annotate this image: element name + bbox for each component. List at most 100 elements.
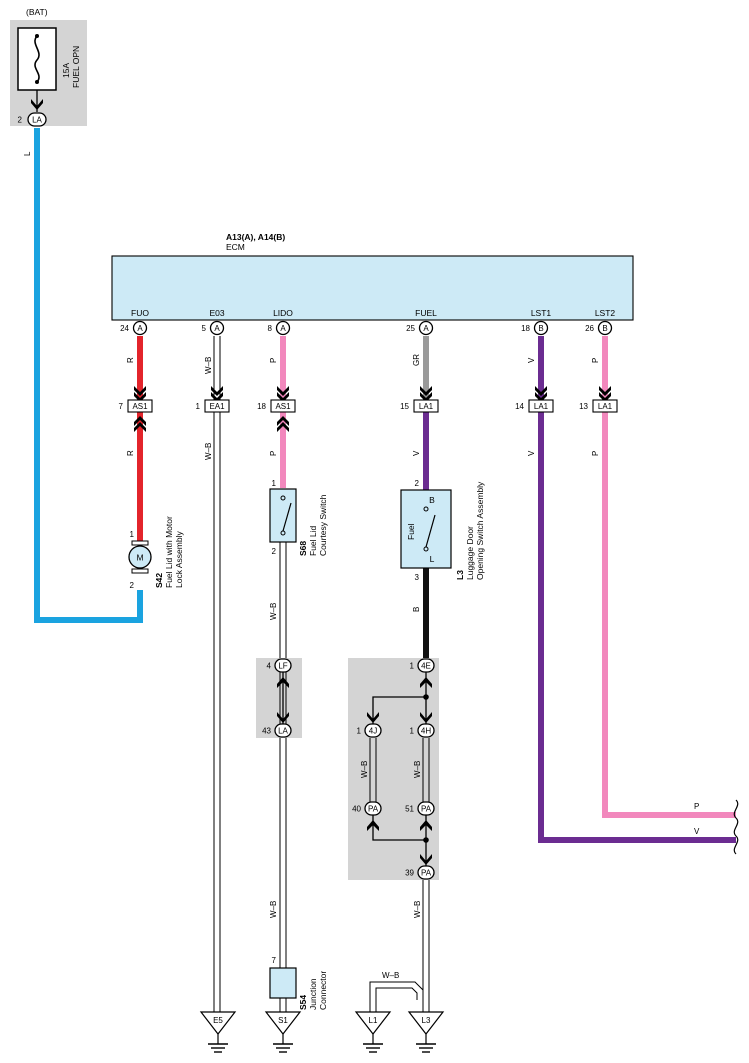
splice-dot-pa bbox=[423, 837, 429, 843]
ecm-pin-fuo: FUO A 24 bbox=[120, 308, 149, 336]
svg-text:LST1: LST1 bbox=[531, 308, 552, 318]
svg-text:L3: L3 bbox=[455, 570, 465, 580]
wire-label: V bbox=[412, 450, 421, 456]
wire-label: V bbox=[527, 357, 536, 363]
svg-text:S54: S54 bbox=[298, 995, 308, 1010]
courtesy-switch: 1 2 S68 Fuel Lid Courtesy Switch bbox=[269, 479, 328, 556]
wire-label-p-right: P bbox=[694, 802, 699, 811]
wire-label-l: L bbox=[23, 151, 32, 156]
wire-label: W–B bbox=[204, 357, 213, 374]
svg-text:AS1: AS1 bbox=[132, 402, 148, 411]
svg-text:S42: S42 bbox=[154, 573, 164, 588]
svg-text:7: 7 bbox=[119, 402, 124, 411]
ecm-pin-fuel: FUEL A 25 bbox=[406, 308, 437, 336]
svg-text:PA: PA bbox=[368, 805, 379, 814]
svg-text:4J: 4J bbox=[369, 727, 377, 736]
svg-text:PA: PA bbox=[421, 805, 432, 814]
svg-text:L1: L1 bbox=[369, 1016, 378, 1025]
wire-label: GR bbox=[412, 354, 421, 366]
svg-text:LA1: LA1 bbox=[598, 402, 613, 411]
svg-text:PA: PA bbox=[421, 869, 432, 878]
svg-text:2: 2 bbox=[272, 547, 277, 556]
svg-text:24: 24 bbox=[120, 324, 129, 333]
svg-text:14: 14 bbox=[515, 402, 524, 411]
wire-label: V bbox=[527, 450, 536, 456]
svg-text:EA1: EA1 bbox=[209, 402, 225, 411]
svg-text:4E: 4E bbox=[421, 662, 431, 671]
svg-text:25: 25 bbox=[406, 324, 415, 333]
svg-text:1: 1 bbox=[410, 662, 415, 671]
splice-la1-lst2: LA1 13 bbox=[579, 386, 618, 413]
svg-text:13: 13 bbox=[579, 402, 588, 411]
svg-text:Courtesy Switch: Courtesy Switch bbox=[318, 494, 328, 556]
svg-text:Fuel Lid: Fuel Lid bbox=[308, 525, 318, 556]
svg-text:Luggage Door: Luggage Door bbox=[465, 526, 475, 580]
svg-text:A: A bbox=[423, 324, 429, 333]
ground-l3: L3 bbox=[407, 1011, 445, 1053]
wire-label: W–B bbox=[269, 901, 278, 918]
svg-text:LA: LA bbox=[32, 116, 42, 125]
svg-text:2: 2 bbox=[130, 581, 135, 590]
svg-text:51: 51 bbox=[405, 805, 414, 814]
svg-text:Fuel Lid with Motor: Fuel Lid with Motor bbox=[164, 516, 174, 588]
wire-label: W–B bbox=[413, 761, 422, 778]
wire-label: P bbox=[591, 451, 600, 456]
svg-text:15: 15 bbox=[400, 402, 409, 411]
wire-label: W–B bbox=[204, 443, 213, 460]
svg-text:L: L bbox=[430, 554, 435, 564]
svg-text:5: 5 bbox=[202, 324, 207, 333]
ec-connectors: 4E 1 4J 1 4H 1 bbox=[357, 658, 435, 738]
svg-text:1: 1 bbox=[272, 479, 277, 488]
svg-text:2: 2 bbox=[415, 479, 420, 488]
svg-text:A: A bbox=[137, 324, 143, 333]
ecm-pin-lst2: LST2 B 26 bbox=[585, 308, 615, 336]
svg-text:18: 18 bbox=[257, 402, 266, 411]
splice-as1-fuo: AS1 7 bbox=[119, 386, 153, 432]
wire-lst2-pink-lower bbox=[602, 412, 736, 818]
conn-la-pill bbox=[27, 112, 47, 127]
svg-text:4: 4 bbox=[267, 662, 272, 671]
wb-wires bbox=[213, 336, 430, 1012]
svg-text:FUEL: FUEL bbox=[415, 308, 437, 318]
svg-text:FUO: FUO bbox=[131, 308, 149, 318]
ecm-name: ECM bbox=[226, 242, 245, 252]
svg-text:7: 7 bbox=[272, 956, 277, 965]
splice-ea1: EA1 1 bbox=[196, 386, 230, 413]
svg-text:S68: S68 bbox=[298, 541, 308, 556]
wire-label: P bbox=[269, 358, 278, 363]
ground-l1: L1 bbox=[354, 1011, 392, 1053]
svg-text:1: 1 bbox=[357, 727, 362, 736]
splice-la1-lst1: LA1 14 bbox=[515, 386, 554, 413]
wire-label: P bbox=[269, 451, 278, 456]
splice-la1-fuel: LA1 15 bbox=[400, 386, 439, 413]
svg-text:1: 1 bbox=[196, 402, 201, 411]
svg-text:18: 18 bbox=[521, 324, 530, 333]
ecm-pin-lido: LIDO A 8 bbox=[268, 308, 293, 336]
splice-as1-lido: AS1 18 bbox=[257, 386, 296, 432]
fuse-name: FUEL OPN bbox=[71, 46, 81, 88]
splice-dot-4e bbox=[423, 694, 429, 700]
svg-text:8: 8 bbox=[268, 324, 273, 333]
wire-label: W–B bbox=[382, 971, 399, 980]
wire-label: B bbox=[412, 607, 421, 612]
svg-text:1: 1 bbox=[410, 727, 415, 736]
wire-label: R bbox=[126, 357, 135, 363]
wire-label: W–B bbox=[360, 761, 369, 778]
wire-label: W–B bbox=[269, 603, 278, 620]
luggage-door-switch: B L Fuel 2 3 L3 Luggage Door Opening Swi… bbox=[400, 479, 485, 582]
svg-text:1: 1 bbox=[130, 530, 135, 539]
wire-l-blue bbox=[34, 128, 143, 623]
svg-text:B: B bbox=[602, 324, 607, 333]
svg-text:43: 43 bbox=[262, 727, 271, 736]
svg-text:S1: S1 bbox=[278, 1016, 288, 1025]
svg-text:4H: 4H bbox=[421, 727, 431, 736]
svg-text:LF: LF bbox=[278, 662, 287, 671]
chevron-down-icon bbox=[31, 99, 43, 110]
bat-label: (BAT) bbox=[26, 7, 48, 17]
ecm-pin-lst1: LST1 B 18 bbox=[521, 308, 552, 336]
svg-text:Opening Switch Assembly: Opening Switch Assembly bbox=[475, 481, 485, 580]
svg-text:LA1: LA1 bbox=[419, 402, 434, 411]
lf-connectors: LF 4 LA 43 bbox=[262, 658, 292, 738]
svg-text:LIDO: LIDO bbox=[273, 308, 293, 318]
